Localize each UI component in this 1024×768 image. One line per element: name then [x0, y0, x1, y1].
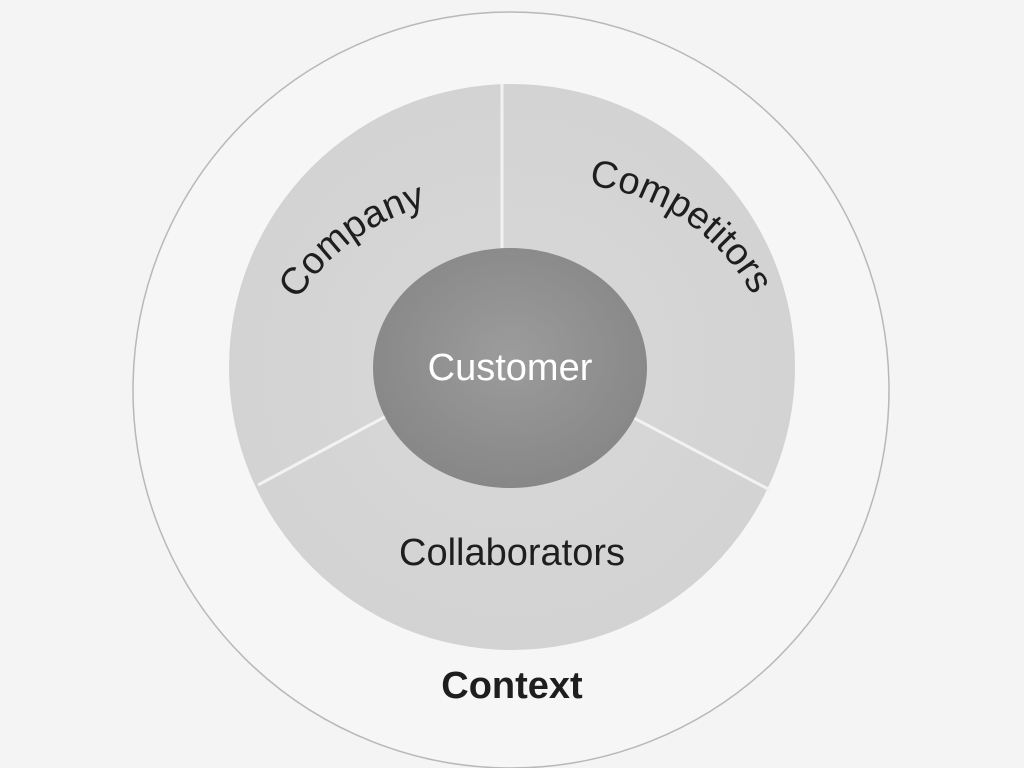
center-label-customer: Customer [428, 347, 593, 389]
divider-left [257, 411, 393, 487]
outer-label-context: Context [441, 665, 583, 707]
segment-label-collaborators: Collaborators [399, 532, 625, 574]
customer-circle [373, 248, 647, 488]
divider-right [631, 415, 771, 492]
